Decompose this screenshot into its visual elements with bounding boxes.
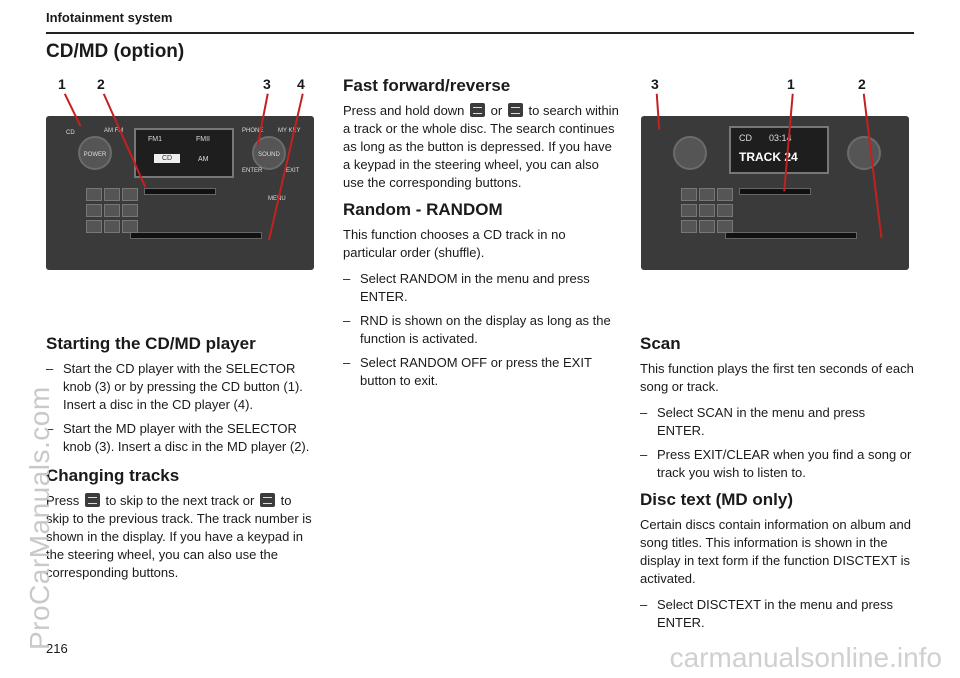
key-6 xyxy=(122,204,138,217)
amfm-label: AM FM xyxy=(104,128,124,134)
cd-slot xyxy=(130,232,262,239)
selector-knob: SOUND xyxy=(252,136,286,170)
changing-text: Press to skip to the next track or to sk… xyxy=(46,493,312,580)
random-heading: Random - RANDOM xyxy=(343,200,503,219)
starting-heading: Starting the CD/MD player xyxy=(46,334,256,353)
list-item: Start the MD player with the SELECTOR kn… xyxy=(46,420,318,456)
list-item: RND is shown on the display as long as t… xyxy=(343,312,621,348)
header-rule xyxy=(46,32,914,34)
callout-2: 2 xyxy=(97,76,105,92)
key-1 xyxy=(681,188,697,201)
key-7 xyxy=(86,220,102,233)
disctext-intro: Certain discs contain information on alb… xyxy=(640,517,911,586)
changing-heading: Changing tracks xyxy=(46,466,180,485)
scan-heading: Scan xyxy=(640,334,681,353)
key-2 xyxy=(104,188,120,201)
list-item: Select SCAN in the menu and press ENTER. xyxy=(640,404,916,440)
random-list: Select RANDOM in the menu and press ENTE… xyxy=(343,270,621,390)
column-right: Scan This function plays the first ten s… xyxy=(640,334,916,638)
key-5 xyxy=(699,204,715,217)
key-1 xyxy=(86,188,102,201)
list-item: Press EXIT/CLEAR when you find a song or… xyxy=(640,446,916,482)
disctext-heading: Disc text (MD only) xyxy=(640,490,794,509)
key-8 xyxy=(104,220,120,233)
callout-2: 2 xyxy=(858,76,866,92)
scan-list: Select SCAN in the menu and press ENTER.… xyxy=(640,404,916,482)
exit-label: EXIT xyxy=(286,168,300,174)
phone-label: PHONE xyxy=(242,128,264,134)
callout-4: 4 xyxy=(297,76,305,92)
callout-1: 1 xyxy=(787,76,795,92)
callout-3: 3 xyxy=(651,76,659,92)
key-5 xyxy=(104,204,120,217)
volume-knob xyxy=(673,136,707,170)
volume-knob: POWER xyxy=(78,136,112,170)
chapter-title: CD/MD (option) xyxy=(46,41,185,62)
callout-3: 3 xyxy=(263,76,271,92)
cd-slot xyxy=(725,232,857,239)
prev-track-icon xyxy=(507,103,523,117)
scan-intro: This function plays the first ten second… xyxy=(640,361,914,394)
next-track-icon xyxy=(470,103,486,117)
column-middle: Fast forward/reverse Press and hold down… xyxy=(343,76,621,396)
key-6 xyxy=(717,204,733,217)
next-track-icon xyxy=(84,493,100,507)
starting-list: Start the CD player with the SELECTOR kn… xyxy=(46,360,318,456)
list-item: Start the CD player with the SELECTOR kn… xyxy=(46,360,318,414)
ffrev-heading: Fast forward/reverse xyxy=(343,76,511,95)
radio-panel: CD AM FM POWER FM1 FMII CD AM PHONE MY K… xyxy=(46,116,314,270)
column-left: Starting the CD/MD player Start the CD p… xyxy=(46,334,318,590)
key-8 xyxy=(699,220,715,233)
page-number: 216 xyxy=(46,641,68,656)
list-item: Select RANDOM OFF or press the EXIT butt… xyxy=(343,354,621,390)
callout-1: 1 xyxy=(58,76,66,92)
selector-knob xyxy=(847,136,881,170)
radio-panel: CD 03:14 TRACK 24 xyxy=(641,116,909,270)
list-item: Select DISCTEXT in the menu and press EN… xyxy=(640,596,916,632)
enter-label: ENTER xyxy=(242,168,263,174)
key-2 xyxy=(699,188,715,201)
watermark-bottom: carmanualsonline.info xyxy=(669,642,942,673)
key-9 xyxy=(122,220,138,233)
random-intro: This function chooses a CD track in no p… xyxy=(343,227,566,260)
key-4 xyxy=(86,204,102,217)
md-slot xyxy=(739,188,811,195)
watermark-left: ProCarManuals.com xyxy=(24,386,55,650)
display: CD 03:14 TRACK 24 xyxy=(729,126,829,174)
section-title: Infotainment system xyxy=(46,10,173,25)
key-3 xyxy=(122,188,138,201)
list-item: Select RANDOM in the menu and press ENTE… xyxy=(343,270,621,306)
prev-track-icon xyxy=(259,493,275,507)
key-4 xyxy=(681,204,697,217)
ffrev-text: Press and hold down or to search within … xyxy=(343,103,619,190)
cd-label: CD xyxy=(66,130,75,136)
key-3 xyxy=(717,188,733,201)
key-9 xyxy=(717,220,733,233)
display: FM1 FMII CD AM xyxy=(134,128,234,178)
md-slot xyxy=(144,188,216,195)
mykey-label: MY KEY xyxy=(278,128,301,134)
key-7 xyxy=(681,220,697,233)
disctext-list: Select DISCTEXT in the menu and press EN… xyxy=(640,596,916,632)
